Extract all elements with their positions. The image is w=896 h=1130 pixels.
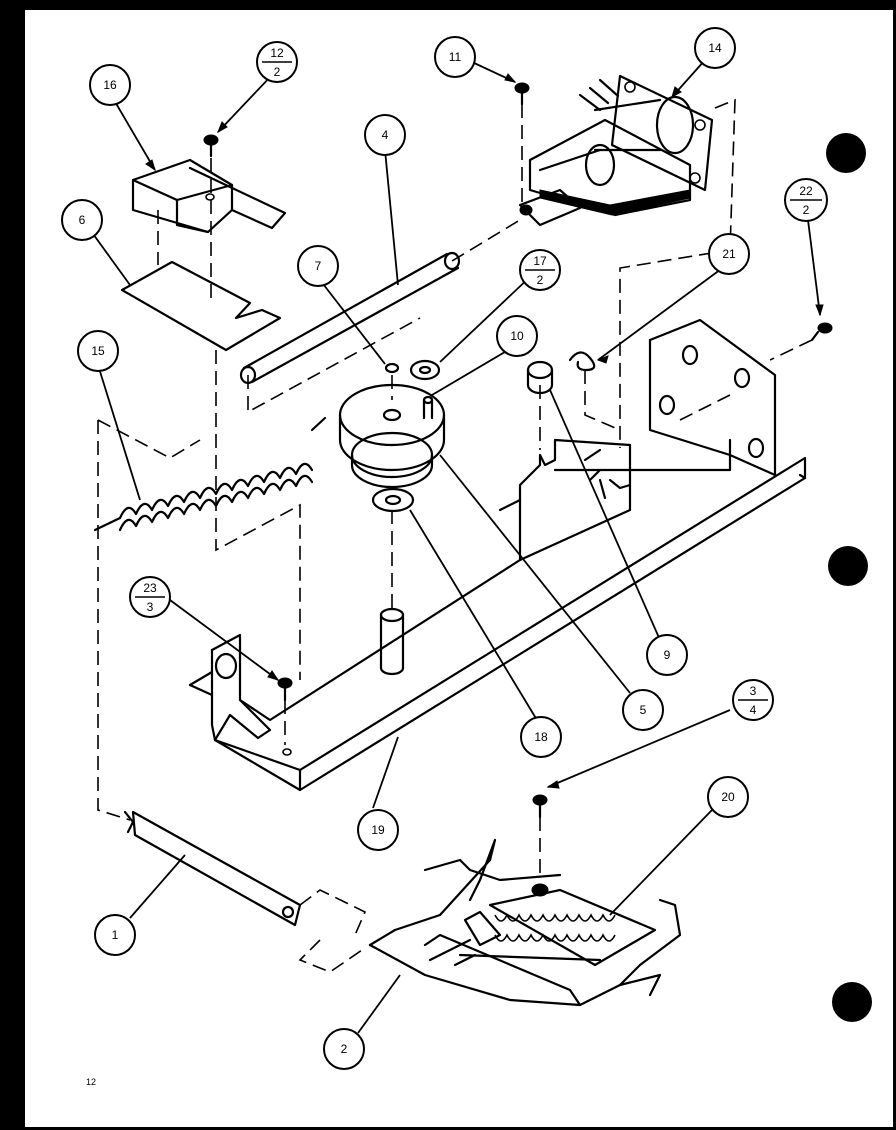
screw-22 xyxy=(810,322,833,342)
callout-12-top: 12 xyxy=(270,46,284,60)
callout-16-label: 16 xyxy=(103,78,117,92)
callout-2-label: 2 xyxy=(341,1042,348,1056)
callout-19-label: 19 xyxy=(371,823,385,837)
callout-4: 4 xyxy=(364,114,406,156)
callout-3-top: 3 xyxy=(750,684,757,698)
callout-17-top: 17 xyxy=(533,254,547,268)
washer-17 xyxy=(409,359,441,381)
callout-23-bottom: 3 xyxy=(147,600,154,614)
callout-7: 7 xyxy=(297,245,339,287)
callout-21-label: 21 xyxy=(722,247,736,261)
main-bracket-part xyxy=(188,318,807,792)
callout-22-2: 22 2 xyxy=(784,178,828,222)
callout-15-label: 15 xyxy=(91,344,105,358)
callout-11-label: 11 xyxy=(449,50,462,64)
callout-19: 19 xyxy=(357,809,399,851)
screw-3 xyxy=(532,794,548,819)
callout-6-label: 6 xyxy=(79,213,86,227)
washer-18 xyxy=(371,487,415,513)
callout-17-2: 17 2 xyxy=(519,249,561,291)
callout-4-label: 4 xyxy=(382,128,389,142)
leader-lines xyxy=(82,59,824,1034)
callout-9-label: 9 xyxy=(664,648,671,662)
callout-9: 9 xyxy=(646,634,688,676)
callout-22-top: 22 xyxy=(799,184,813,198)
callout-18: 18 xyxy=(520,716,562,758)
callout-16: 16 xyxy=(89,64,131,106)
screw-11 xyxy=(514,82,530,106)
callout-18-label: 18 xyxy=(534,730,548,744)
callout-23-3: 23 3 xyxy=(129,576,171,618)
callout-2: 2 xyxy=(323,1028,365,1070)
spring-part xyxy=(93,416,327,532)
washer-7 xyxy=(384,362,400,374)
lever-bar-part xyxy=(123,810,302,927)
punch-hole-bottom xyxy=(832,982,872,1022)
insulator-plate-part xyxy=(120,260,282,352)
callout-12-2: 12 2 xyxy=(256,41,298,83)
switch-block-part xyxy=(131,158,287,234)
punch-hole-middle xyxy=(828,546,868,586)
callout-12-bottom: 2 xyxy=(274,65,281,79)
callout-10: 10 xyxy=(496,315,538,357)
pin-part xyxy=(379,607,405,676)
callout-1: 1 xyxy=(94,914,136,956)
clip-21 xyxy=(568,351,596,372)
solenoid-part xyxy=(518,74,714,227)
callout-22-bottom: 2 xyxy=(803,203,810,217)
callout-3-bottom: 4 xyxy=(750,703,757,717)
callout-1-label: 1 xyxy=(112,928,119,942)
callout-21: 21 xyxy=(708,233,750,275)
callout-10-label: 10 xyxy=(510,329,524,343)
callout-14-label: 14 xyxy=(708,41,722,55)
callout-23-top: 23 xyxy=(143,581,157,595)
callout-3-4: 3 4 xyxy=(732,679,774,721)
callout-20-label: 20 xyxy=(721,790,735,804)
callout-20: 20 xyxy=(707,776,749,818)
callout-11: 11 xyxy=(434,36,476,78)
callout-14: 14 xyxy=(694,27,736,69)
callout-5-label: 5 xyxy=(640,703,647,717)
page-mark: 12 xyxy=(86,1077,96,1087)
damper-tray-part xyxy=(368,838,682,1007)
screw-23 xyxy=(277,677,293,756)
callout-5: 5 xyxy=(622,689,664,731)
pulley-part xyxy=(338,383,446,489)
callout-7-label: 7 xyxy=(315,259,322,273)
callout-6: 6 xyxy=(61,199,103,241)
screw-12 xyxy=(203,134,219,158)
callout-17-bottom: 2 xyxy=(537,273,544,287)
punch-hole-top xyxy=(826,133,866,173)
callout-15: 15 xyxy=(77,330,119,372)
